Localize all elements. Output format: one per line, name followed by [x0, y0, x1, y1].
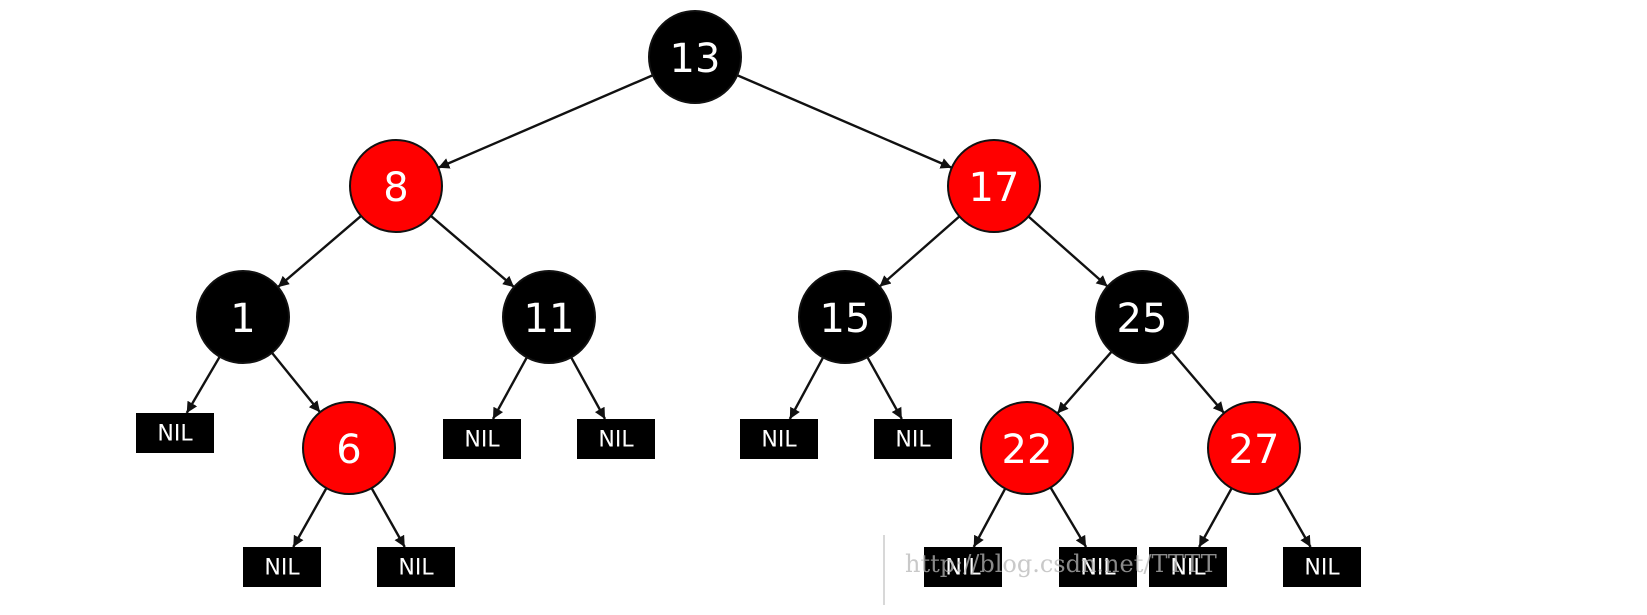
nil-label: NIL	[464, 428, 500, 453]
nil-box	[577, 419, 655, 459]
edge-n8-to-n11	[430, 215, 515, 288]
edge-n25-to-n22	[1056, 350, 1113, 415]
nil-label: NIL	[1080, 556, 1116, 581]
nil-label: NIL	[398, 556, 434, 581]
black-node-circle	[798, 270, 892, 364]
nil-box	[1059, 547, 1137, 587]
tree-node-11: 11	[502, 270, 596, 364]
edge-n15-to-nil15R	[866, 356, 903, 420]
tree-node-27: 27	[1207, 401, 1301, 495]
nil-leaf-nil27L: NIL	[1149, 547, 1227, 587]
edge-n6-to-nil6L	[292, 487, 328, 548]
nil-label: NIL	[945, 556, 981, 581]
red-node-circle	[349, 139, 443, 233]
edge-n25-to-n27	[1170, 351, 1226, 414]
nil-label: NIL	[761, 428, 797, 453]
nil-box	[1283, 547, 1361, 587]
nil-leaf-nil22L: NIL	[924, 547, 1002, 587]
watermark: http://blog.csdn.net/TTTT	[883, 535, 1217, 605]
nil-leaf-nil15L: NIL	[740, 419, 818, 459]
nil-leaf-nil27R: NIL	[1283, 547, 1361, 587]
watermark-text: http://blog.csdn.net/TTTT	[905, 550, 1217, 578]
edges-layer	[185, 74, 1312, 548]
node-value-label: 17	[969, 165, 1020, 211]
edge-n11-to-nil11R	[570, 356, 607, 420]
node-value-label: 1	[230, 296, 255, 342]
red-node-circle	[302, 401, 396, 495]
edge-n13-to-n17	[736, 74, 953, 169]
nil-box	[740, 419, 818, 459]
node-value-label: 25	[1117, 296, 1168, 342]
tree-node-6: 6	[302, 401, 396, 495]
edge-n13-to-n8	[437, 74, 654, 169]
tree-node-15: 15	[798, 270, 892, 364]
nil-box	[136, 413, 214, 453]
edge-n17-to-n15	[878, 215, 961, 288]
black-node-circle	[502, 270, 596, 364]
edge-n6-to-nil6R	[370, 487, 406, 548]
edge-n22-to-nil22L	[972, 487, 1007, 548]
nil-leaf-nil1L: NIL	[136, 413, 214, 453]
black-node-circle	[196, 270, 290, 364]
tree-node-22: 22	[980, 401, 1074, 495]
nil-leaf-nil6L: NIL	[243, 547, 321, 587]
edge-n8-to-n1	[277, 215, 362, 288]
tree-node-8: 8	[349, 139, 443, 233]
red-node-circle	[1207, 401, 1301, 495]
nil-label: NIL	[1170, 556, 1206, 581]
edge-n27-to-nil27R	[1275, 487, 1312, 548]
black-node-circle	[648, 10, 742, 104]
nil-leaf-nil11R: NIL	[577, 419, 655, 459]
nil-box	[243, 547, 321, 587]
nil-box	[443, 419, 521, 459]
node-value-label: 8	[383, 165, 408, 211]
node-value-label: 13	[670, 36, 721, 82]
node-value-label: 11	[524, 296, 575, 342]
edge-n1-to-n6	[271, 352, 321, 413]
tree-node-25: 25	[1095, 270, 1189, 364]
edge-n11-to-nil11L	[491, 356, 528, 420]
tree-node-17: 17	[947, 139, 1041, 233]
edge-n22-to-nil22R	[1049, 486, 1088, 548]
nil-label: NIL	[157, 422, 193, 447]
nil-box	[377, 547, 455, 587]
nil-box	[924, 547, 1002, 587]
nil-box	[1149, 547, 1227, 587]
node-value-label: 27	[1229, 427, 1280, 473]
nil-label: NIL	[1304, 556, 1340, 581]
edge-n17-to-n25	[1027, 215, 1109, 288]
nil-leaf-nil22R: NIL	[1059, 547, 1137, 587]
node-value-label: 6	[336, 427, 361, 473]
nil-leaf-nil15R: NIL	[874, 419, 952, 459]
tree-node-13: 13	[648, 10, 742, 104]
red-node-circle	[947, 139, 1041, 233]
red-node-circle	[980, 401, 1074, 495]
edge-n27-to-nil27L	[1198, 487, 1233, 548]
nil-label: NIL	[895, 428, 931, 453]
node-value-label: 22	[1002, 427, 1053, 473]
node-value-label: 15	[820, 296, 871, 342]
nil-label: NIL	[598, 428, 634, 453]
tree-node-1: 1	[196, 270, 290, 364]
edge-n15-to-nil15L	[788, 356, 825, 420]
black-node-circle	[1095, 270, 1189, 364]
nil-box	[874, 419, 952, 459]
edge-n1-to-nil1L	[185, 356, 221, 414]
nil-label: NIL	[264, 556, 300, 581]
nil-leaf-nil11L: NIL	[443, 419, 521, 459]
nil-leaf-nil6R: NIL	[377, 547, 455, 587]
